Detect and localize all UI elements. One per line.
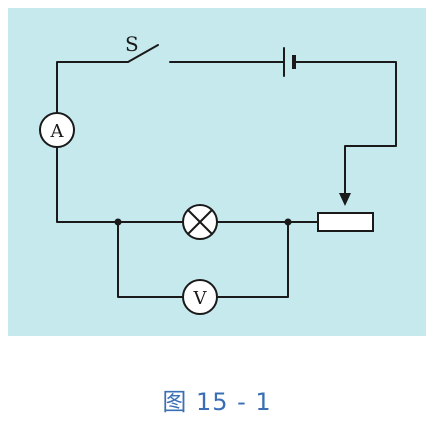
voltmeter-circle (182, 279, 218, 315)
wire-top-left (56, 61, 129, 114)
voltmeter-label: V (193, 288, 208, 309)
lamp-cross-b (187, 209, 213, 235)
switch-label: S (125, 32, 139, 56)
wire-voltmeter-left (117, 221, 184, 298)
ammeter-label: A (50, 121, 65, 142)
wire-left-bottom (56, 146, 184, 223)
figure-caption: 图 15 - 1 (162, 388, 272, 416)
switch-blade (127, 44, 159, 63)
rheostat-slider-arrow (339, 193, 351, 206)
rheostat-resistor (317, 212, 374, 232)
wire-voltmeter-right (216, 221, 289, 298)
wire-battery-to-rheostat (293, 61, 397, 197)
